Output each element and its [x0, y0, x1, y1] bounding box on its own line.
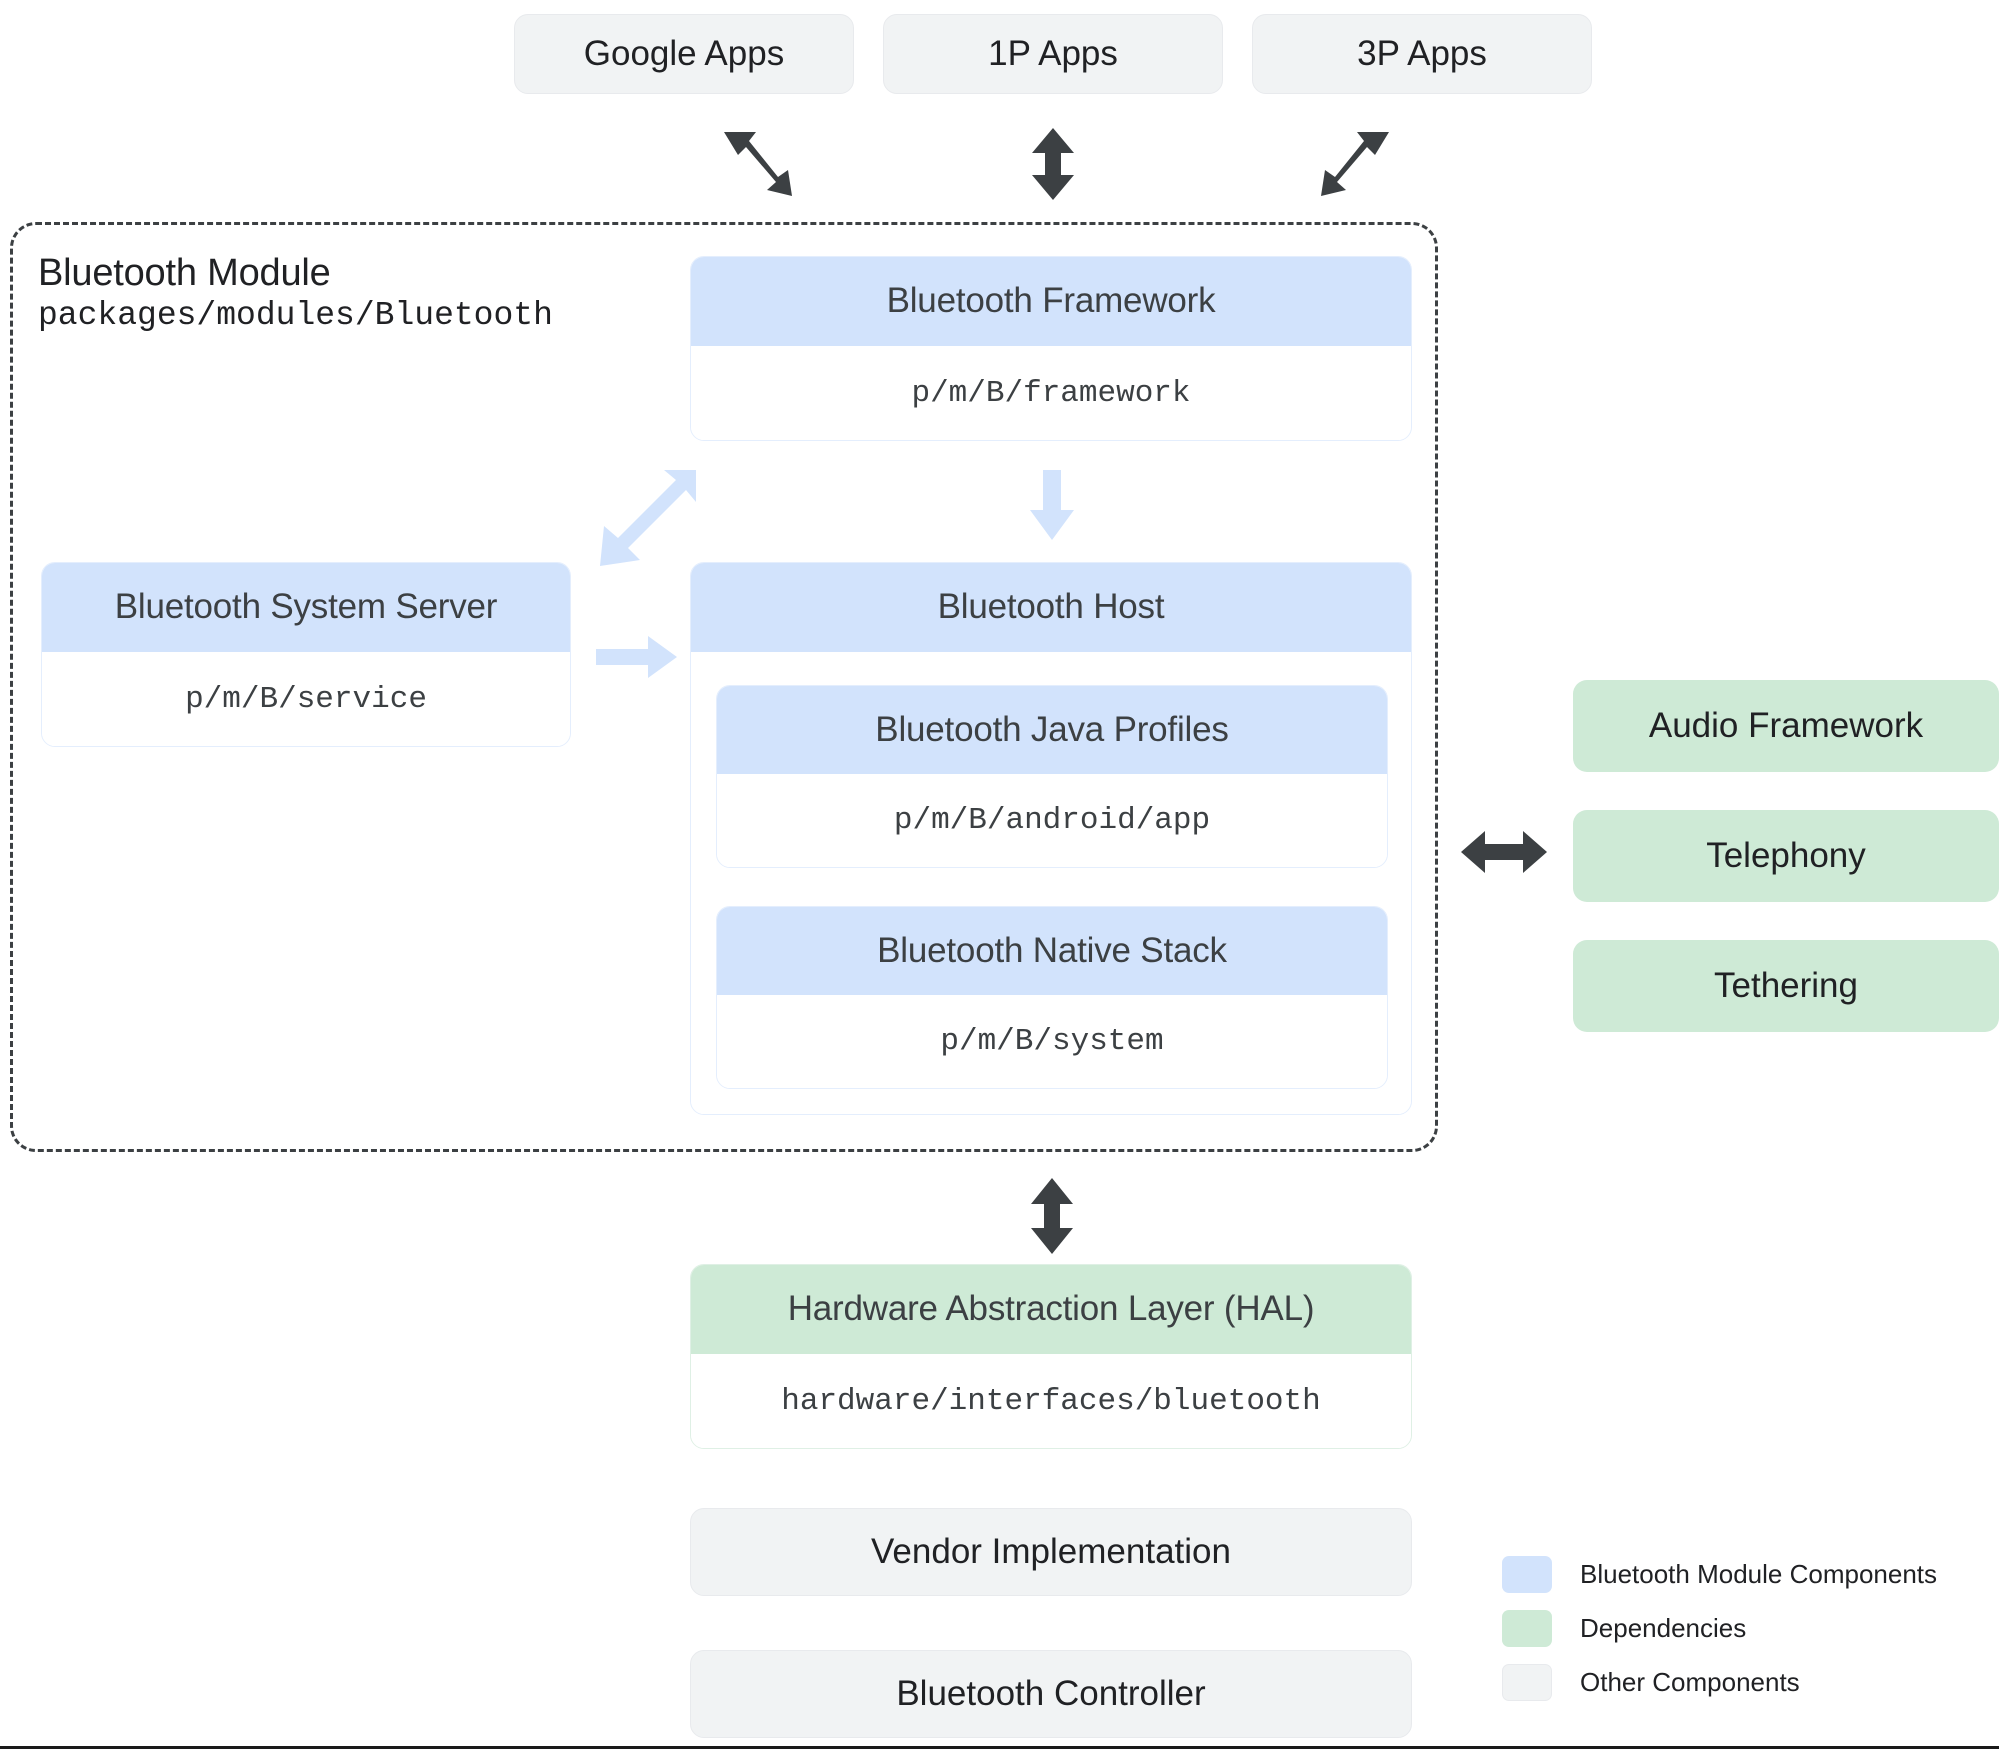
node-audio-framework[interactable]: Audio Framework	[1573, 680, 1999, 772]
node-bluetooth-java-profiles-title: Bluetooth Java Profiles	[717, 686, 1387, 774]
node-telephony[interactable]: Telephony	[1573, 810, 1999, 902]
node-1p-apps[interactable]: 1P Apps	[883, 14, 1223, 94]
legend-item-dependencies: Dependencies	[1502, 1610, 1982, 1647]
node-bluetooth-controller[interactable]: Bluetooth Controller	[690, 1650, 1412, 1738]
node-3p-apps[interactable]: 3P Apps	[1252, 14, 1592, 94]
node-bluetooth-java-profiles-path: p/m/B/android/app	[717, 774, 1387, 867]
legend-label-dependencies: Dependencies	[1580, 1613, 1747, 1643]
node-hal[interactable]: Hardware Abstraction Layer (HAL) hardwar…	[690, 1264, 1412, 1449]
legend-swatch-other-components	[1502, 1664, 1552, 1701]
node-hal-path: hardware/interfaces/bluetooth	[691, 1354, 1411, 1448]
node-bluetooth-system-server[interactable]: Bluetooth System Server p/m/B/service	[41, 562, 571, 747]
arrow-1p-apps-vertical	[1032, 128, 1074, 200]
node-bluetooth-native-stack-title: Bluetooth Native Stack	[717, 907, 1387, 995]
legend-label-other-components: Other Components	[1580, 1667, 1800, 1697]
node-vendor-implementation[interactable]: Vendor Implementation	[690, 1508, 1412, 1596]
arrow-3p-apps-diagonal	[1321, 132, 1389, 196]
bluetooth-module-container	[10, 222, 1438, 1152]
arrow-system-server-to-host	[596, 636, 677, 678]
node-google-apps[interactable]: Google Apps	[514, 14, 854, 94]
node-tethering[interactable]: Tethering	[1573, 940, 1999, 1032]
node-bluetooth-native-stack[interactable]: Bluetooth Native Stack p/m/B/system	[716, 906, 1388, 1089]
node-bluetooth-java-profiles[interactable]: Bluetooth Java Profiles p/m/B/android/ap…	[716, 685, 1388, 868]
node-bluetooth-native-stack-path: p/m/B/system	[717, 995, 1387, 1088]
node-bluetooth-framework-title: Bluetooth Framework	[691, 257, 1411, 346]
arrow-host-to-system-server	[600, 470, 696, 566]
node-bluetooth-system-server-path: p/m/B/service	[42, 652, 570, 746]
node-tethering-label: Tethering	[1714, 966, 1858, 1005]
node-bluetooth-framework-path: p/m/B/framework	[691, 346, 1411, 440]
node-bluetooth-framework[interactable]: Bluetooth Framework p/m/B/framework	[690, 256, 1412, 441]
node-bluetooth-host-title: Bluetooth Host	[691, 563, 1411, 652]
node-bluetooth-controller-label: Bluetooth Controller	[896, 1674, 1206, 1713]
node-telephony-label: Telephony	[1706, 836, 1866, 875]
node-google-apps-label: Google Apps	[583, 34, 785, 73]
node-bluetooth-system-server-title: Bluetooth System Server	[42, 563, 570, 652]
node-audio-framework-label: Audio Framework	[1648, 706, 1924, 745]
node-vendor-implementation-label: Vendor Implementation	[871, 1532, 1231, 1571]
bluetooth-module-title: Bluetooth Module	[38, 252, 331, 294]
node-3p-apps-label: 3P Apps	[1357, 34, 1487, 73]
arrow-module-to-hal	[1031, 1178, 1073, 1254]
arrow-framework-to-host	[1030, 470, 1074, 540]
legend-item-other-components: Other Components	[1502, 1664, 1982, 1701]
legend-swatch-dependencies	[1502, 1610, 1552, 1647]
legend-item-module-components: Bluetooth Module Components	[1502, 1556, 1982, 1593]
node-hal-title: Hardware Abstraction Layer (HAL)	[691, 1265, 1411, 1354]
legend-swatch-module-components	[1502, 1556, 1552, 1593]
arrow-module-to-dependencies	[1461, 831, 1547, 873]
node-1p-apps-label: 1P Apps	[988, 34, 1118, 73]
arrow-google-apps-diagonal	[724, 132, 792, 196]
bluetooth-module-path: packages/modules/Bluetooth	[38, 297, 553, 334]
legend-label-module-components: Bluetooth Module Components	[1580, 1559, 1938, 1589]
legend: Bluetooth Module Components Dependencies…	[1502, 1556, 1982, 1718]
